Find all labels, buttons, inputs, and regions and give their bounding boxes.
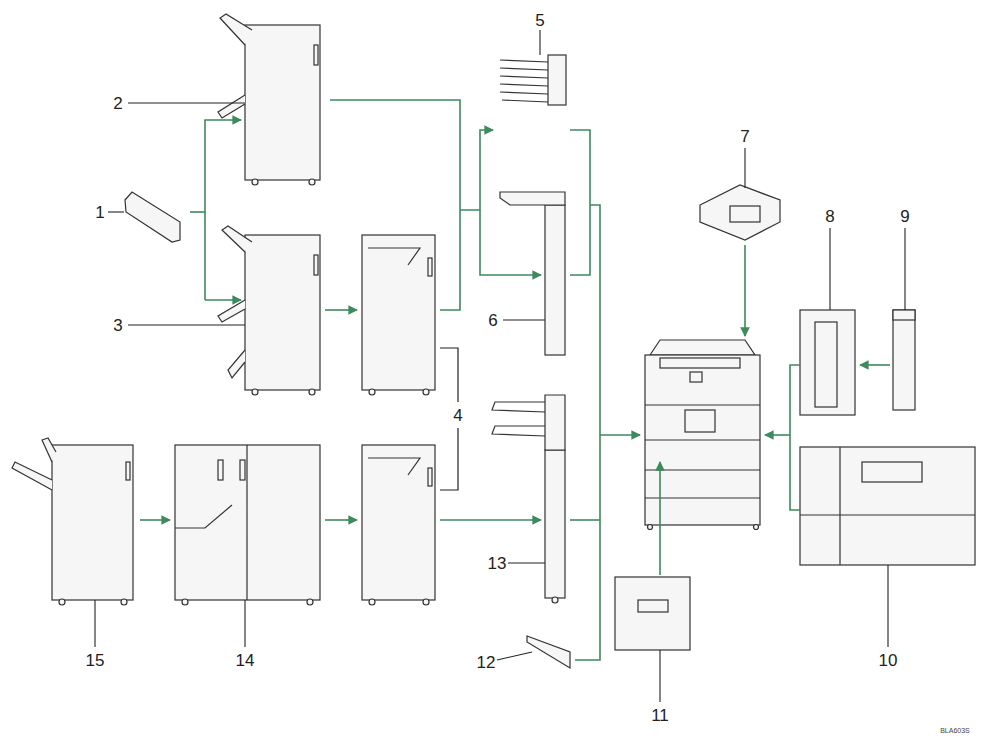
callout-number: 14 xyxy=(236,652,255,669)
callout-number: 2 xyxy=(113,95,122,112)
callout-number: 11 xyxy=(651,707,669,724)
callout-number: 1 xyxy=(95,204,104,221)
callout-number: 8 xyxy=(825,208,834,225)
figure-code: BLA603S xyxy=(940,727,970,734)
callout-number: 3 xyxy=(113,317,122,334)
callout-number: 4 xyxy=(453,407,462,424)
callout-number: 9 xyxy=(900,208,909,225)
callout-number: 7 xyxy=(740,128,749,145)
callout-number: 15 xyxy=(86,652,105,669)
callout-number: 13 xyxy=(488,555,507,572)
callout-number: 6 xyxy=(488,312,497,329)
callout-number: 10 xyxy=(879,652,898,669)
callout-number: 12 xyxy=(477,654,496,671)
callout-number: 5 xyxy=(535,12,544,29)
